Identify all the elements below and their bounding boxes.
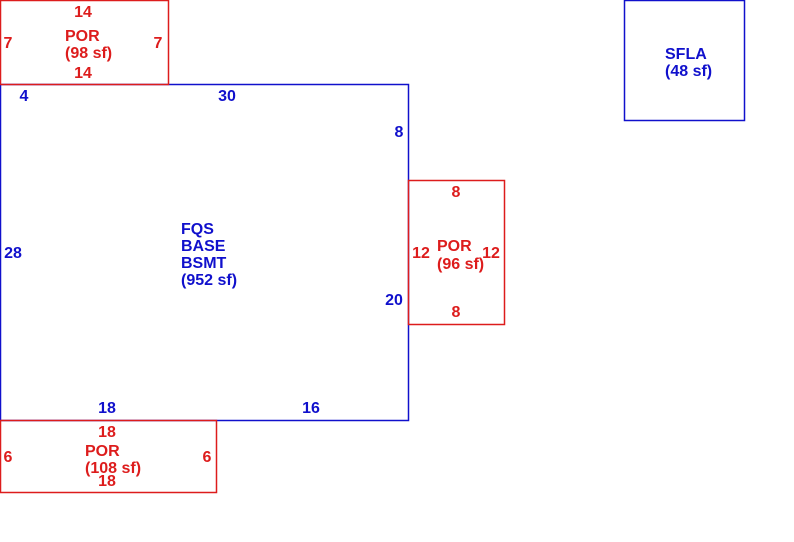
base-label-base: BASE [181, 238, 226, 255]
porch-bottom-label: POR [85, 443, 120, 460]
base-dim-top-left: 4 [20, 88, 29, 105]
sfla-area: SFLA (48 sf) [623, 0, 746, 122]
porch-top-outline [0, 0, 170, 86]
base-area-value: (952 sf) [181, 272, 237, 289]
porch-top-dim-bottom: 14 [74, 65, 92, 82]
porch-right-area-value: (96 sf) [437, 256, 484, 273]
porch-bottom-outline [0, 419, 218, 494]
base-dim-bottom-left: 18 [98, 400, 116, 417]
porch-bottom-dim-bottom: 18 [98, 473, 116, 490]
base-dim-top: 30 [218, 88, 236, 105]
porch-top-label: POR [65, 28, 100, 45]
porch-bottom-dim-left: 6 [4, 449, 13, 466]
base-dim-right-bottom: 20 [385, 292, 403, 309]
sfla-area-value: (48 sf) [665, 63, 712, 80]
base-label-fqs: FQS [181, 221, 214, 238]
porch-right-outline [407, 179, 506, 326]
porch-top-area: POR (98 sf) 14 14 7 7 [0, 0, 170, 86]
sfla-label: SFLA [665, 46, 707, 63]
porch-bottom-area: POR (108 sf) 18 18 6 6 [0, 419, 218, 494]
porch-right-dim-top: 8 [452, 184, 461, 201]
base-dim-bottom-right: 16 [302, 400, 320, 417]
base-dim-right-top: 8 [395, 124, 404, 141]
base-dim-left: 28 [4, 245, 22, 262]
porch-bottom-area-value: (108 sf) [85, 460, 141, 477]
sfla-outline [623, 0, 746, 122]
porch-top-area-value: (98 sf) [65, 45, 112, 62]
porch-right-label: POR [437, 238, 472, 255]
porch-top-dim-left: 7 [4, 35, 13, 52]
porch-bottom-dim-top: 18 [98, 424, 116, 441]
porch-top-dim-right: 7 [154, 35, 163, 52]
porch-top-dim-top: 14 [74, 4, 92, 21]
porch-right-dim-left: 12 [412, 245, 430, 262]
base-label-bsmt: BSMT [181, 255, 227, 272]
porch-bottom-dim-right: 6 [203, 449, 212, 466]
porch-right-dim-right: 12 [482, 245, 500, 262]
porch-right-area: POR (96 sf) 8 8 12 12 [407, 179, 506, 326]
base-area: FQS BASE BSMT (952 sf) 4 30 8 28 20 18 1… [0, 83, 410, 422]
porch-right-dim-bottom: 8 [452, 304, 461, 321]
